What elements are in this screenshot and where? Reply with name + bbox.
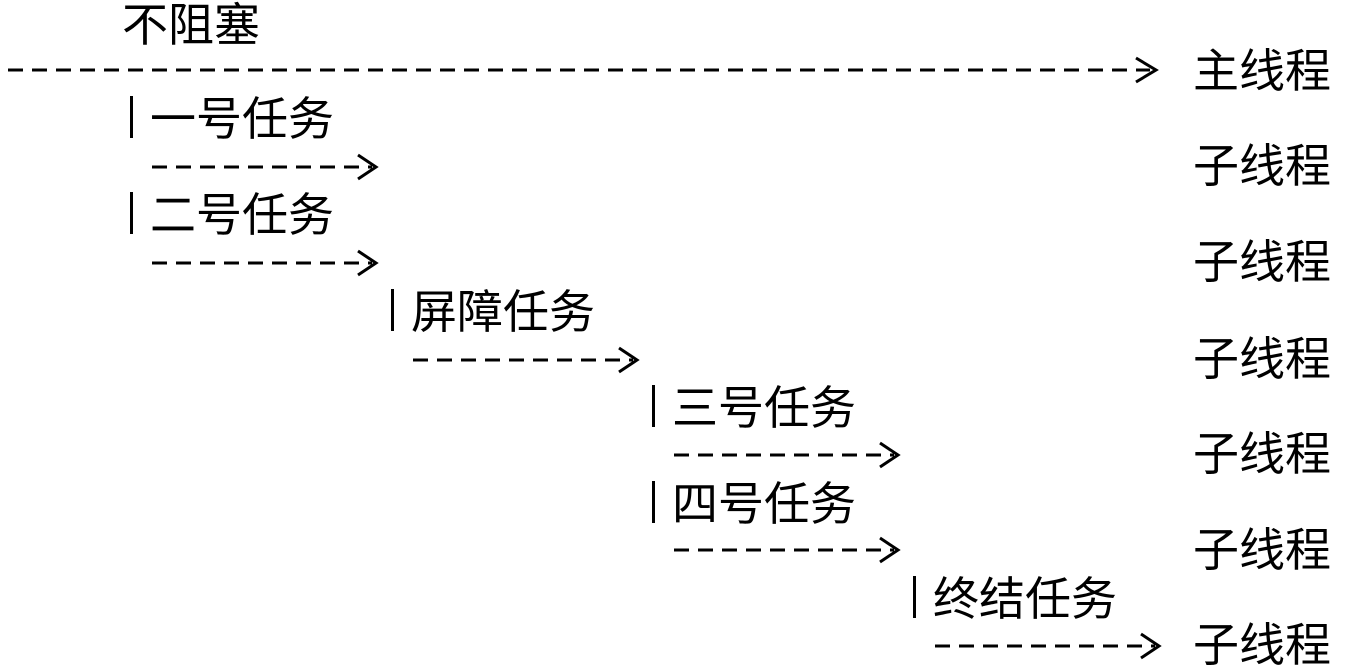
task-2-thread-label: 子线程	[1193, 235, 1331, 289]
main-thread-label: 主线程	[1193, 44, 1331, 98]
final-task-thread-label: 子线程	[1193, 618, 1331, 671]
barrier-task-thread-label: 子线程	[1193, 332, 1331, 386]
task-4-label: 四号任务	[672, 477, 856, 531]
final-task-label: 终结任务	[933, 572, 1117, 626]
barrier-task-arrow	[413, 346, 640, 374]
task-4-marker	[652, 481, 655, 523]
barrier-task-label: 屏障任务	[411, 285, 595, 339]
task-2-marker	[130, 192, 133, 234]
task-1-marker	[130, 96, 133, 138]
task-1-thread-label: 子线程	[1193, 139, 1331, 193]
final-task-arrow	[935, 632, 1162, 660]
task-3-marker	[652, 385, 655, 427]
task-1-label: 一号任务	[150, 92, 334, 146]
task-4-thread-label: 子线程	[1193, 523, 1331, 577]
non-blocking-label: 不阻塞	[122, 0, 260, 52]
task-2-arrow	[152, 249, 379, 277]
task-3-label: 三号任务	[672, 381, 856, 435]
task-2-label: 二号任务	[150, 188, 334, 242]
task-1-arrow	[152, 153, 379, 181]
task-4-arrow	[674, 536, 901, 564]
main-thread-arrow	[8, 56, 1159, 84]
barrier-task-marker	[391, 289, 394, 331]
task-3-arrow	[674, 441, 901, 469]
final-task-marker	[913, 576, 916, 618]
task-3-thread-label: 子线程	[1193, 427, 1331, 481]
